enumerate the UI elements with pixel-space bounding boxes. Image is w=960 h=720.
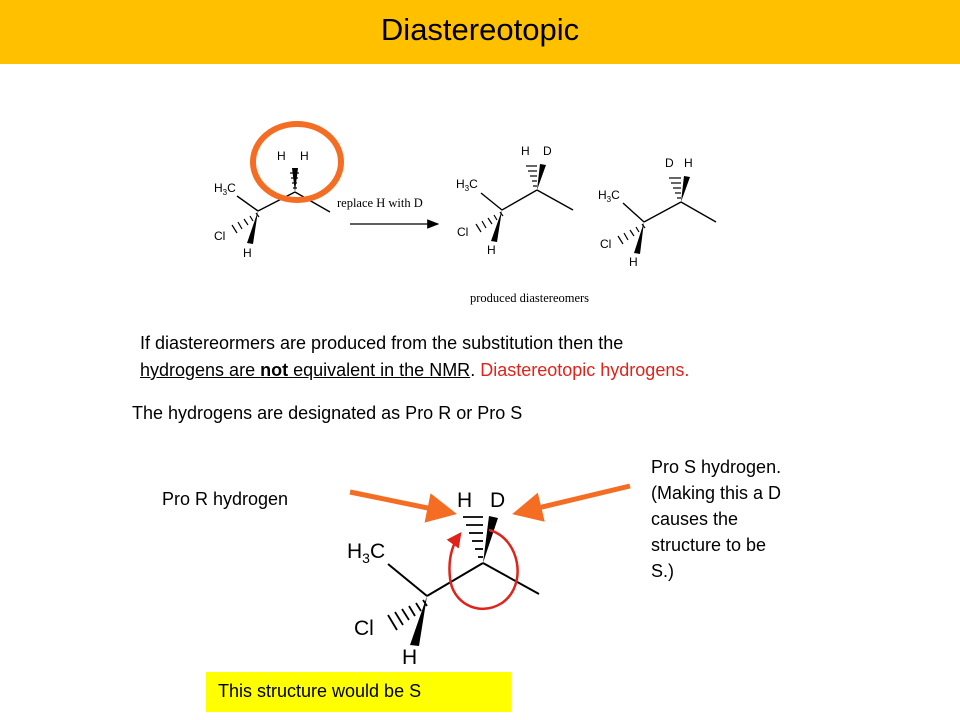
products-caption: produced diastereomers [470, 291, 589, 305]
cl-label: Cl [457, 225, 468, 239]
pro-r-arrow [349, 489, 457, 523]
pro-r-label: Pro R hydrogen [162, 489, 289, 509]
period: . [470, 360, 476, 380]
diastereotopic-hydrogens: Diastereotopic hydrogens. [480, 360, 690, 380]
pro-s-label: Pro S hydrogen. (Making this a D causes … [651, 457, 782, 581]
cl-label: Cl [600, 237, 611, 251]
svg-text:H3C: H3C [456, 177, 478, 193]
h3c-sub: 3 [362, 550, 370, 566]
svg-text:H3C: H3C [214, 181, 236, 197]
underlined-text: hydrogens are [140, 360, 256, 380]
h-label: H [684, 156, 693, 170]
h-label: H [243, 246, 252, 260]
h3c-c: C [611, 188, 620, 202]
pro-r-h-label: H [457, 489, 472, 512]
h-label: H [402, 646, 417, 669]
cl-label: Cl [214, 229, 225, 243]
h-label: H [300, 149, 309, 163]
reaction-reagent-label: replace H with D [337, 196, 423, 210]
explanation-line-1: If diastereormers are produced from the … [140, 333, 624, 353]
designation-text: The hydrogens are designated as Pro R or… [132, 403, 523, 423]
h-label: H [521, 144, 530, 158]
molecule-large: H D H3C Cl H [347, 489, 540, 669]
molecule-product-1: H D H3C Cl H [456, 144, 574, 257]
highlight-circle [250, 121, 344, 203]
h3c-h: H [456, 177, 465, 191]
h3c-sub: 3 [223, 188, 228, 197]
pro-s-d-label: D [490, 489, 505, 512]
h-label: H [629, 255, 638, 269]
h3c-c: C [370, 540, 385, 563]
underlined-text: equivalent in the NMR [293, 360, 471, 380]
result-highlight-box [206, 672, 511, 712]
molecule-product-2: D H H3C Cl H [598, 156, 717, 269]
h3c-h: H [598, 188, 607, 202]
molecule-start: H H H3C Cl H [214, 121, 344, 260]
svg-text:H3C: H3C [347, 540, 385, 566]
d-label: D [665, 156, 674, 170]
result-note: This structure would be S [218, 681, 422, 701]
h3c-sub: 3 [465, 184, 470, 193]
d-label: D [543, 144, 552, 158]
page-title: Diastereotopic [380, 12, 580, 47]
rotation-arrow [446, 528, 519, 610]
explanation-line-2: hydrogens are not equivalent in the NMR.… [140, 357, 900, 384]
h-label: H [487, 243, 496, 257]
h3c-c: C [227, 181, 236, 195]
h3c-sub: 3 [607, 195, 612, 204]
pro-s-arrow [512, 483, 631, 522]
h3c-h: H [214, 181, 223, 195]
diastereomer-explanation: If diastereormers are produced from the … [140, 330, 900, 384]
cl-label: Cl [354, 617, 374, 640]
svg-text:H3C: H3C [598, 188, 620, 204]
h3c-h: H [347, 540, 362, 563]
h-label: H [277, 149, 286, 163]
bold-not: not [260, 360, 289, 380]
h3c-c: C [469, 177, 478, 191]
title-bar [0, 0, 960, 64]
